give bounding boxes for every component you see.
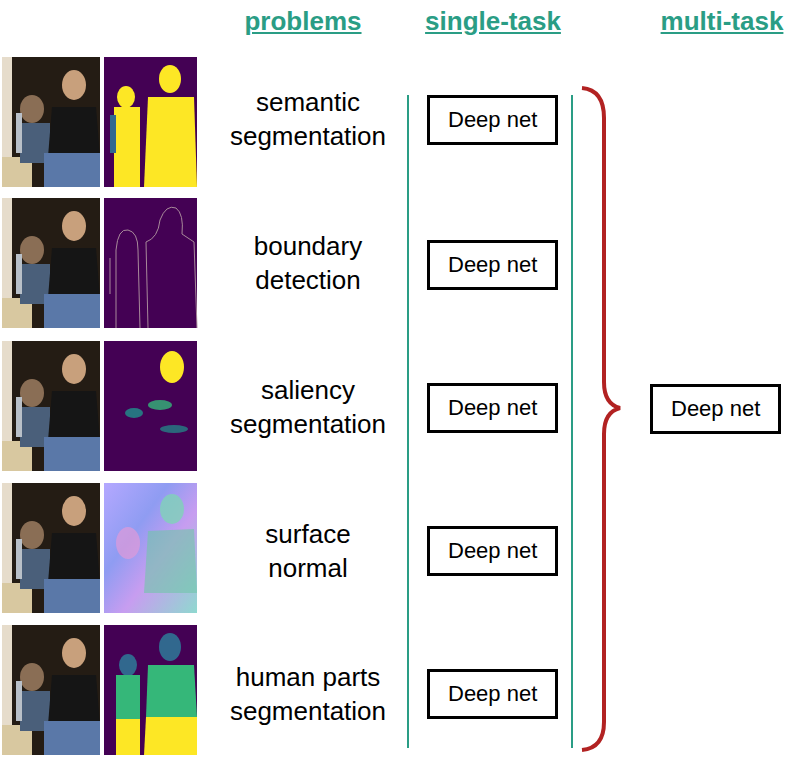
input-photo [2,57,100,187]
column-header: problems [203,6,403,37]
saliency-map [104,341,197,471]
semantic-map [104,57,197,187]
box-label: Deep net [448,681,537,707]
input-photo [2,483,100,613]
input-photo [2,625,100,755]
task-name: human parts segmentation [225,661,391,729]
photo-row [2,57,197,187]
input-photo [2,198,100,328]
column-header: single-task [393,6,593,37]
task-name: semantic segmentation [225,86,391,154]
network-box: Deep net [427,669,558,719]
input-photo [2,341,100,471]
group-line [571,95,573,748]
curly-brace [582,88,620,750]
box-label: Deep net [671,396,760,422]
network-box: Deep net [427,95,558,145]
photo-row [2,198,197,328]
photo-row [2,625,197,755]
network-box: Deep net [427,526,558,576]
boundary-map [104,198,197,328]
box-label: Deep net [448,395,537,421]
normal-map [104,483,197,613]
group-line [407,95,409,748]
photo-row [2,341,197,471]
task-name: surface normal [225,518,391,586]
box-label: Deep net [448,538,537,564]
column-header: multi-task [652,6,792,37]
box-label: Deep net [448,107,537,133]
task-name: boundary detection [225,230,391,298]
network-box: Deep net [427,383,558,433]
network-box: Deep net [650,384,781,434]
task-name: saliency segmentation [225,374,391,442]
parts-map [104,625,197,755]
photo-row [2,483,197,613]
box-label: Deep net [448,252,537,278]
network-box: Deep net [427,240,558,290]
